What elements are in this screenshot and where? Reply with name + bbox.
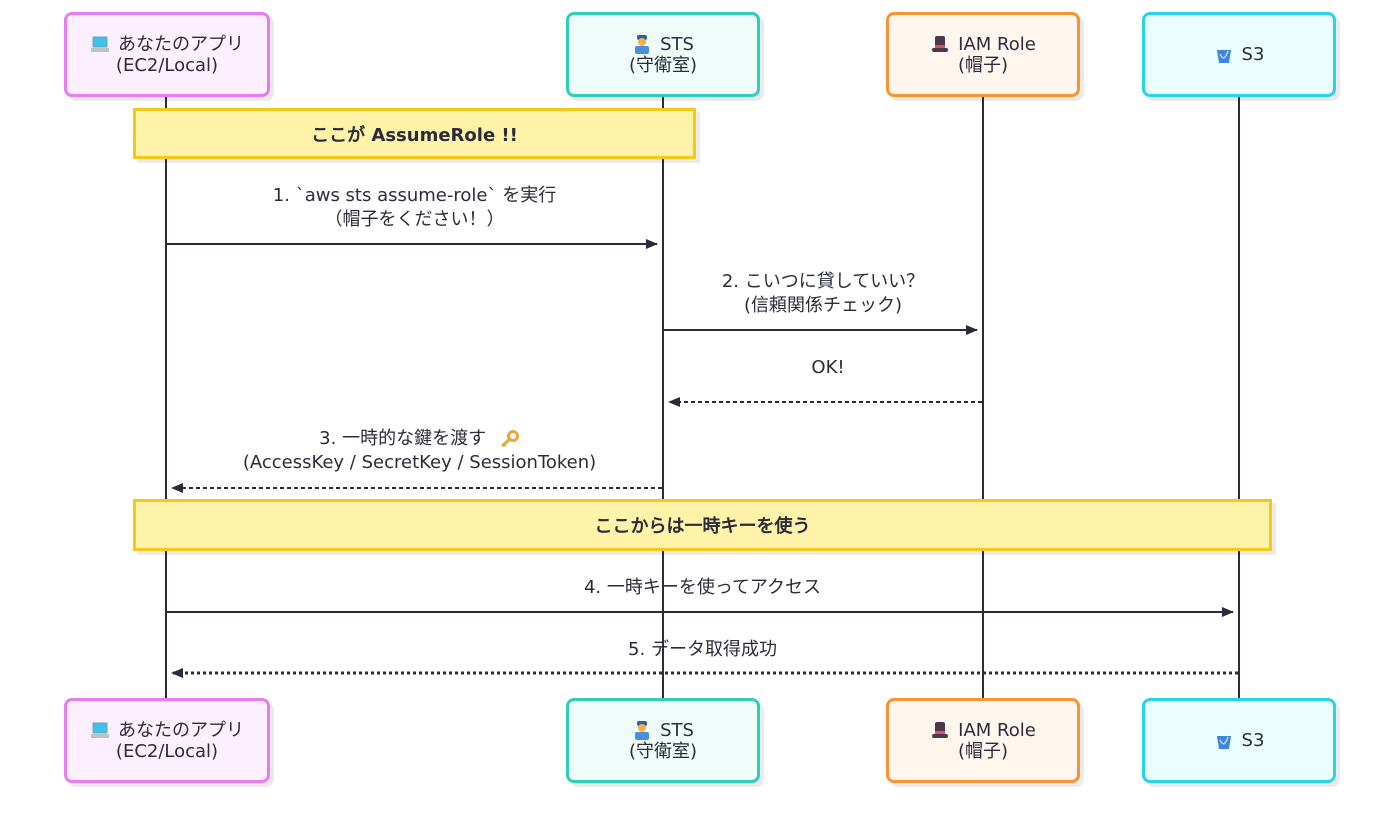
participant-app-bottom[interactable]: あなたのアプリ (EC2/Local) [64,698,270,783]
participant-iam-bottom[interactable]: IAM Role (帽子) [886,698,1080,783]
message-3-line1-wrap: 3. 一時的な鍵を渡す [166,427,673,451]
police-officer-icon [632,720,652,740]
message-2-line1: 2. こいつに貸していい？ [721,271,925,292]
participant-s3-bottom[interactable]: S3 [1142,698,1336,783]
top-hat-icon [930,720,950,740]
participant-sts-bottom[interactable]: STS (守衛室) [566,698,760,783]
participant-app-sublabel: (EC2/Local) [115,740,219,762]
key-icon [498,430,520,448]
message-label-3: 3. 一時的な鍵を渡す (AccessKey / SecretKey / Ses… [166,427,673,475]
message-4-line1: 4. 一時キーを使ってアクセス [583,577,822,598]
message-ok-line1: OK! [811,357,845,378]
participant-iam-label: IAM Role [958,719,1036,741]
message-label-1: 1. `aws sts assume-role` を実行 （帽子をください！） [166,184,663,232]
message-label-ok: OK! [663,356,993,380]
participant-app-label: あなたのアプリ [118,33,244,55]
participant-s3-top[interactable]: S3 [1142,12,1336,97]
message-label-4: 4. 一時キーを使ってアクセス [166,576,1239,600]
participant-sts-label: STS [660,719,694,741]
laptop-icon [90,34,110,54]
note-temp-keys-text: ここからは一時キーを使う [594,516,811,537]
message-1-line2: （帽子をください！） [324,209,505,230]
participant-iam-sublabel: (帽子) [957,54,1009,76]
message-1-line1: 1. `aws sts assume-role` を実行 [272,185,557,206]
top-hat-icon [930,34,950,54]
participant-app-sublabel: (EC2/Local) [115,54,219,76]
note-temp-keys: ここからは一時キーを使う [133,499,1272,551]
message-5-line1: 5. データ取得成功 [628,639,777,660]
police-officer-icon [632,34,652,54]
message-label-2: 2. こいつに貸していい？ (信頼関係チェック) [663,270,983,318]
bucket-icon [1214,45,1234,65]
participant-s3-label: S3 [1241,44,1265,65]
participant-app-top[interactable]: あなたのアプリ (EC2/Local) [64,12,270,97]
participant-iam-sublabel: (帽子) [957,740,1009,762]
participant-iam-top[interactable]: IAM Role (帽子) [886,12,1080,97]
participant-sts-label: STS [660,33,694,55]
participant-s3-label: S3 [1241,730,1265,751]
participant-sts-top[interactable]: STS (守衛室) [566,12,760,97]
participant-sts-sublabel: (守衛室) [628,740,698,762]
message-2-line2: (信頼関係チェック) [743,295,903,316]
note-assumerole-text: ここが AssumeRole !! [311,124,518,146]
laptop-icon [90,720,110,740]
message-label-5: 5. データ取得成功 [166,638,1239,662]
participant-app-label: あなたのアプリ [118,719,244,741]
message-3-line2: (AccessKey / SecretKey / SessionToken) [242,452,597,473]
note-assumerole: ここが AssumeRole !! [133,108,696,159]
participant-sts-sublabel: (守衛室) [628,54,698,76]
message-3-line1: 3. 一時的な鍵を渡す [319,428,487,449]
participant-iam-label: IAM Role [958,33,1036,55]
bucket-icon [1214,731,1234,751]
